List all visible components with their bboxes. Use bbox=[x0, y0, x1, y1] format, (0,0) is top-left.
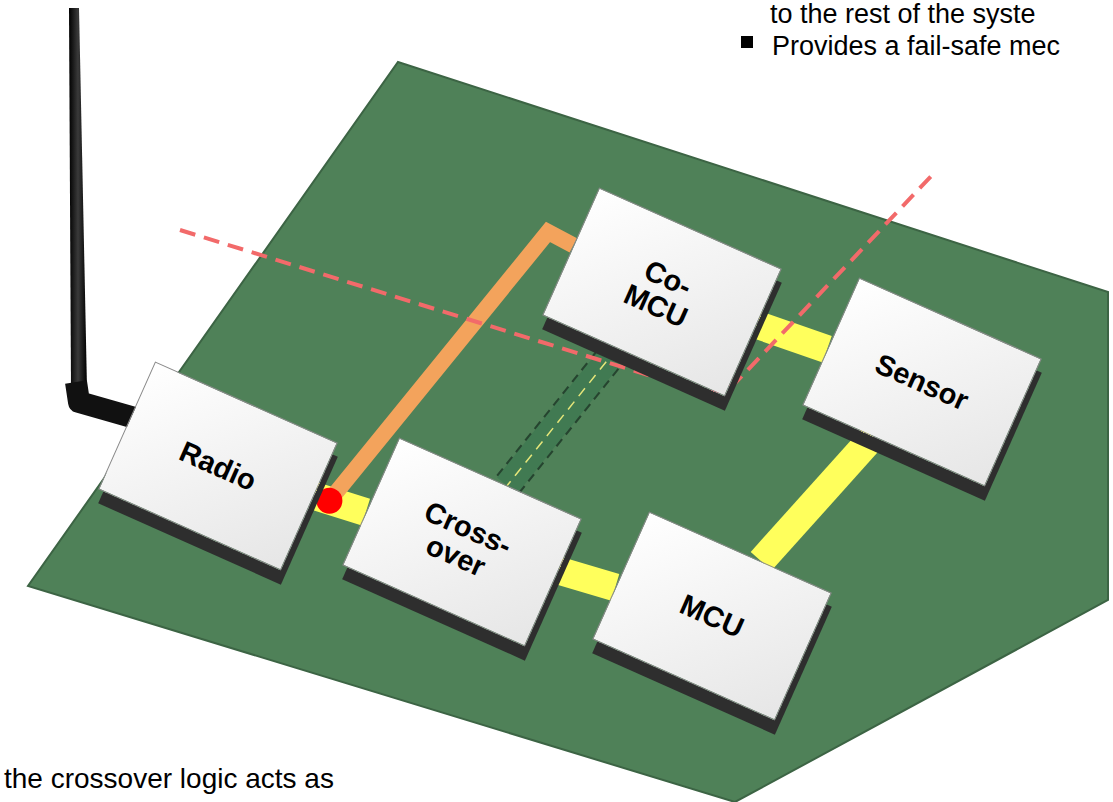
chip-box: Cross- over bbox=[342, 437, 582, 646]
bus-center bbox=[507, 349, 617, 486]
trace-strap bbox=[761, 437, 873, 562]
chip-label: Co- MCU bbox=[619, 251, 704, 333]
trace-strap bbox=[757, 325, 827, 349]
slide-text: the crossover logic acts as bbox=[4, 764, 334, 795]
chip-label: MCU bbox=[676, 589, 749, 644]
circuit-board bbox=[28, 62, 1108, 802]
chip-box: MCU bbox=[592, 511, 832, 720]
chip-label: Cross- over bbox=[408, 496, 517, 589]
bus-edge bbox=[507, 349, 617, 486]
slide-text: Provides a fail-safe mec bbox=[772, 32, 1060, 62]
crossover-bus bbox=[507, 349, 617, 486]
chip-label: Sensor bbox=[871, 348, 973, 416]
chip-box: Radio bbox=[98, 361, 338, 570]
antenna-base bbox=[76, 382, 135, 418]
slide-text: to the rest of the syste bbox=[770, 0, 1036, 30]
chip-box: Co- MCU bbox=[542, 187, 782, 396]
board-trace bbox=[559, 571, 616, 588]
board-trace bbox=[761, 437, 873, 562]
trace-strap bbox=[559, 571, 616, 588]
bullet-square bbox=[741, 36, 753, 48]
chip-box: Sensor bbox=[802, 277, 1042, 486]
chip-label: Radio bbox=[175, 436, 261, 497]
antenna-rod bbox=[69, 8, 87, 388]
board-trace bbox=[757, 325, 827, 349]
tap-point bbox=[316, 488, 342, 514]
bus-band bbox=[507, 349, 617, 486]
